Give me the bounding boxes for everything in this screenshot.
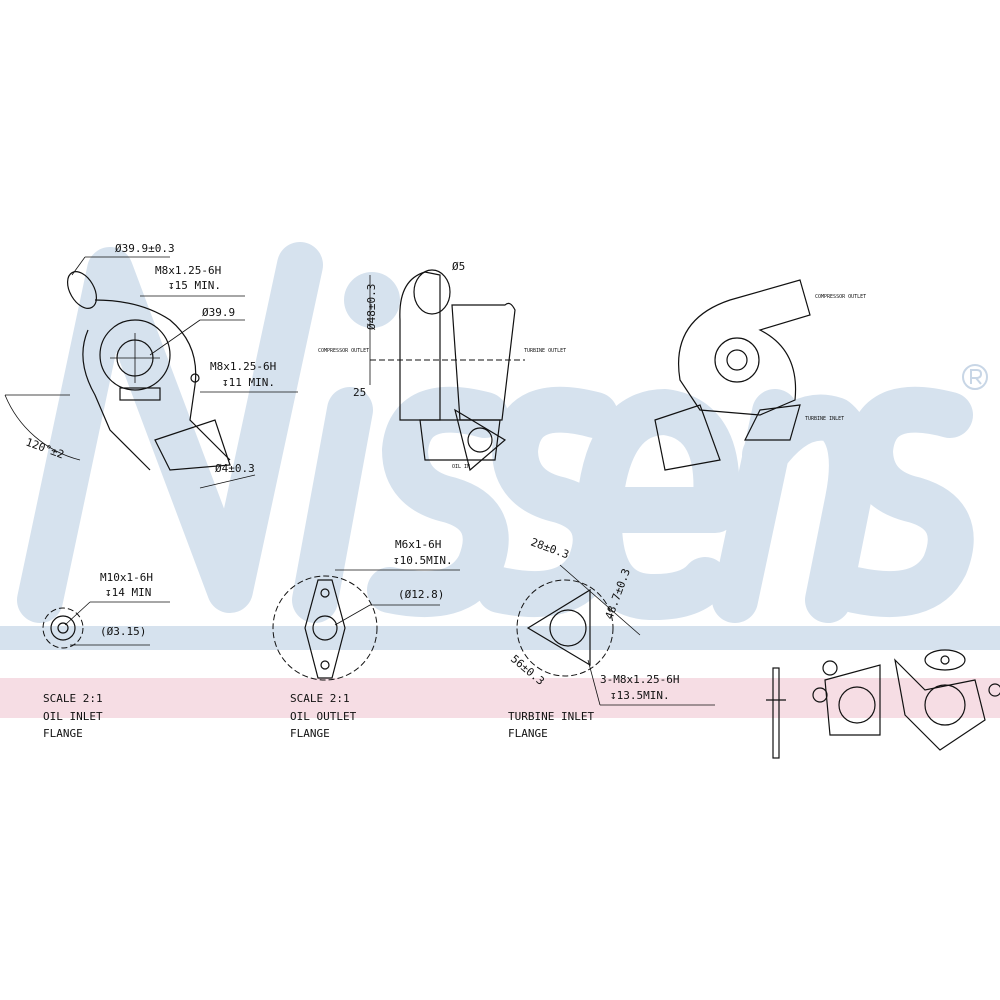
oil-outlet-flange: M6x1-6H ↧10.5MIN. (Ø12.8) SCALE 2:1 OIL …	[272, 538, 460, 740]
compressor-outlet-label-rear: COMPRESSOR OUTLET	[815, 294, 866, 300]
oil-outlet-thread: M6x1-6H	[395, 538, 441, 551]
stud-bolt	[772, 667, 780, 759]
compressor-outlet-label: COMPRESSOR OUTLET	[318, 348, 369, 354]
turbine-dim-top: 28±0.3	[529, 536, 571, 562]
dim-center-dia: Ø39.9	[202, 306, 235, 319]
oil-outlet-scale: SCALE 2:1	[290, 692, 350, 705]
depth-2: ↧11 MIN.	[222, 376, 275, 389]
oil-outlet-name: OIL OUTLET	[290, 710, 357, 723]
oil-inlet-name-2: FLANGE	[43, 727, 83, 740]
oil-inlet-scale: SCALE 2:1	[43, 692, 103, 705]
blue-band	[0, 626, 1000, 650]
thread-1: M8x1.25-6H	[155, 264, 221, 277]
turbine-inlet-name: TURBINE INLET	[508, 710, 594, 723]
oil-inlet-thread: M10x1-6H	[100, 571, 153, 584]
oil-outlet-depth: ↧10.5MIN.	[393, 554, 453, 567]
accessory-parts	[766, 649, 1000, 759]
turbine-inlet-flange: 28±0.3 48.7±0.3 56±0.3 3-M8x1.25-6H ↧13.…	[508, 536, 715, 740]
oil-inlet-depth: ↧14 MIN	[105, 586, 151, 599]
dim-top: Ø5	[452, 260, 465, 273]
registered-mark	[962, 364, 988, 390]
turbine-depth: ↧13.5MIN.	[610, 689, 670, 702]
gasket-triangle	[824, 664, 881, 736]
thread-2: M8x1.25-6H	[210, 360, 276, 373]
turbine-thread: 3-M8x1.25-6H	[600, 673, 679, 686]
dim-small-dia: Ø4±0.3	[215, 462, 255, 475]
oil-inlet-name: OIL INLET	[43, 710, 103, 723]
turbine-inlet-name-2: FLANGE	[508, 727, 548, 740]
rear-view: COMPRESSOR OUTLET TURBINE INLET	[654, 279, 866, 471]
watermark-logo	[17, 242, 951, 623]
oil-in-label: OIL IN	[452, 464, 470, 470]
dim-25: 25	[353, 386, 366, 399]
gasket-pipe	[894, 658, 986, 751]
oil-outlet-name-2: FLANGE	[290, 727, 330, 740]
oil-outlet-dia: (Ø12.8)	[398, 588, 444, 601]
pink-band	[0, 678, 1000, 718]
turbine-outlet-label: TURBINE OUTLET	[524, 348, 566, 354]
turbine-inlet-label-rear: TURBINE INLET	[805, 416, 844, 422]
oil-inlet-flange: M10x1-6H ↧14 MIN (Ø3.15) SCALE 2:1 OIL I…	[42, 571, 170, 740]
dim-outlet-dia: Ø39.9±0.3	[115, 242, 175, 255]
side-view: Ø48±0.3 Ø5 25 COMPRESSOR OUTLET TURBINE …	[318, 260, 566, 472]
dim-vertical: Ø48±0.3	[365, 284, 378, 330]
depth-1: ↧15 MIN.	[168, 279, 221, 292]
oil-inlet-dia: (Ø3.15)	[100, 625, 146, 638]
